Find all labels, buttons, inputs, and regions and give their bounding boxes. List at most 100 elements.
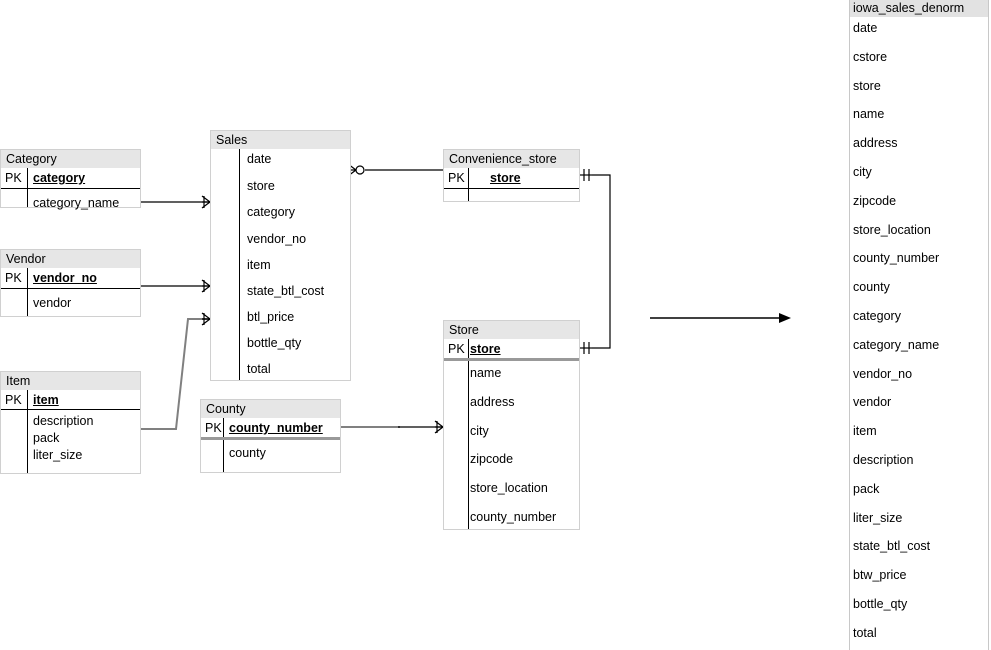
entity-category-pk-rule [1, 188, 140, 189]
entity-category-pk-label: PK [5, 171, 22, 185]
entity-item-attributes: description pack liter_size [1, 410, 140, 473]
entity-store[interactable]: Store PK store name address city zipcode… [443, 320, 580, 530]
entity-county[interactable]: County PK county_number county [200, 399, 341, 473]
attribute-row: name [470, 366, 502, 380]
entity-vendor[interactable]: Vendor PK vendor_no vendor [0, 249, 141, 317]
relationship-sales-convenience-store [347, 163, 443, 177]
denorm-column-item[interactable]: state_btl_cost [853, 539, 931, 554]
denorm-column-list[interactable]: date cstore store name address city zipcode sto… [850, 17, 988, 650]
entity-item-pk-row: PK item [1, 390, 140, 410]
entity-category-divider [27, 168, 28, 207]
denorm-column-item[interactable]: pack [853, 481, 880, 496]
relationship-county-store [340, 420, 444, 434]
entity-convenience-store-pk-label: PK [448, 171, 465, 185]
denorm-column-item[interactable]: vendor [853, 395, 892, 410]
denorm-column-item[interactable]: name [853, 107, 885, 122]
entity-vendor-pk-label: PK [5, 271, 22, 285]
denorm-column-item[interactable]: cstore [853, 49, 888, 64]
entity-convenience-store-pk-field: store [490, 171, 521, 185]
entity-convenience-store-title: Convenience_store [444, 150, 579, 168]
entity-item-pk-field: item [33, 393, 59, 407]
entity-convenience-store-pk-rule [444, 188, 579, 189]
attribute-row: county [229, 446, 266, 460]
denorm-column-item[interactable]: total [853, 625, 877, 640]
entity-category[interactable]: Category PK category category_name [0, 149, 141, 210]
entity-item-divider [27, 390, 28, 473]
entity-county-pk-label: PK [205, 421, 222, 435]
attribute-row: zipcode [470, 452, 514, 466]
denorm-column-item[interactable]: vendor_no [853, 366, 913, 381]
entity-item-title: Item [1, 372, 140, 390]
entity-convenience-store[interactable]: Convenience_store PK store [443, 149, 580, 202]
attribute-row: btl_price [247, 310, 295, 324]
attribute-row: pack [33, 431, 60, 445]
entity-store-pk-rule [444, 358, 579, 361]
denorm-column-item[interactable]: zipcode [853, 193, 897, 208]
attribute-row: category [247, 205, 295, 219]
entity-county-title: County [201, 400, 340, 418]
entity-vendor-divider [27, 268, 28, 316]
relationship-vendor-sales [140, 279, 211, 293]
denorm-column-item[interactable]: county [853, 280, 890, 295]
attribute-row: state_btl_cost [247, 284, 325, 298]
attribute-row: date [247, 152, 272, 166]
attribute-row: liter_size [33, 448, 83, 462]
entity-county-pk-row: PK county_number [201, 418, 340, 438]
entity-sales-divider [239, 149, 240, 380]
denorm-column-item[interactable]: category_name [853, 337, 940, 352]
attribute-row: bottle_qty [247, 336, 302, 350]
denorm-column-item[interactable]: description [853, 452, 914, 467]
attribute-row: total [247, 362, 271, 376]
entity-store-pk-label: PK [448, 342, 465, 356]
denorm-column-item[interactable]: btw_price [853, 568, 907, 583]
entity-county-pk-field: county_number [229, 421, 323, 435]
relationship-convenience-store-store [580, 169, 611, 354]
denorm-column-item[interactable]: store [853, 78, 881, 93]
entity-county-attributes: county [201, 440, 340, 472]
denorm-table-panel[interactable]: iowa_sales_denorm date cstore store name add… [849, 0, 989, 650]
entity-vendor-pk-field: vendor_no [33, 271, 97, 285]
entity-category-pk-field: category [33, 171, 86, 185]
denorm-column-item[interactable]: address [853, 136, 898, 151]
entity-vendor-pk-rule [1, 288, 140, 289]
denorm-column-item[interactable]: county_number [853, 251, 940, 266]
entity-item[interactable]: Item PK item description pack liter_size [0, 371, 141, 474]
entity-convenience-store-pk-row: PK store [444, 168, 579, 188]
entity-item-pk-rule [1, 409, 140, 410]
entity-item-pk-label: PK [5, 393, 22, 407]
flow-arrow-icon [650, 313, 791, 323]
entity-county-pk-rule [201, 437, 340, 440]
entity-category-title: Category [1, 150, 140, 168]
entity-category-pk-row: PK category [1, 168, 140, 188]
denorm-column-item[interactable]: bottle_qty [853, 596, 908, 611]
denorm-column-item[interactable]: city [853, 164, 872, 179]
relationship-category-sales [140, 195, 211, 209]
denorm-table-title: iowa_sales_denorm [850, 0, 988, 17]
entity-vendor-pk-row: PK vendor_no [1, 268, 140, 288]
entity-store-divider [468, 339, 469, 529]
relationship-connectors [140, 163, 791, 434]
denorm-column-item[interactable]: date [853, 21, 878, 35]
attribute-row: address [470, 395, 515, 409]
denorm-column-item[interactable]: store_location [853, 222, 931, 237]
attribute-row: county_number [470, 510, 557, 524]
denorm-column-item[interactable]: liter_size [853, 510, 903, 525]
attribute-row: city [470, 424, 489, 438]
attribute-row: store_location [470, 481, 548, 495]
attribute-row: vendor_no [247, 232, 307, 246]
entity-store-pk-row: PK store [444, 339, 579, 359]
entity-convenience-store-divider [468, 168, 469, 201]
attribute-row: item [247, 258, 271, 272]
attribute-row: store [247, 179, 275, 193]
entity-sales[interactable]: Sales date store category vendor_no item… [210, 130, 351, 381]
attribute-row: category_name [33, 196, 120, 210]
attribute-row: vendor [33, 296, 72, 310]
entity-vendor-title: Vendor [1, 250, 140, 268]
entity-store-attributes: name address city zipcode store_location… [444, 361, 579, 529]
denorm-column-item[interactable]: item [853, 424, 877, 439]
entity-store-pk-field: store [470, 342, 501, 356]
entity-sales-attributes: date store category vendor_no item state… [211, 149, 350, 380]
er-diagram-canvas: Category PK category category_name Vendo… [0, 130, 791, 530]
denorm-column-item[interactable]: category [853, 308, 901, 323]
entity-vendor-attributes: vendor [1, 288, 140, 316]
